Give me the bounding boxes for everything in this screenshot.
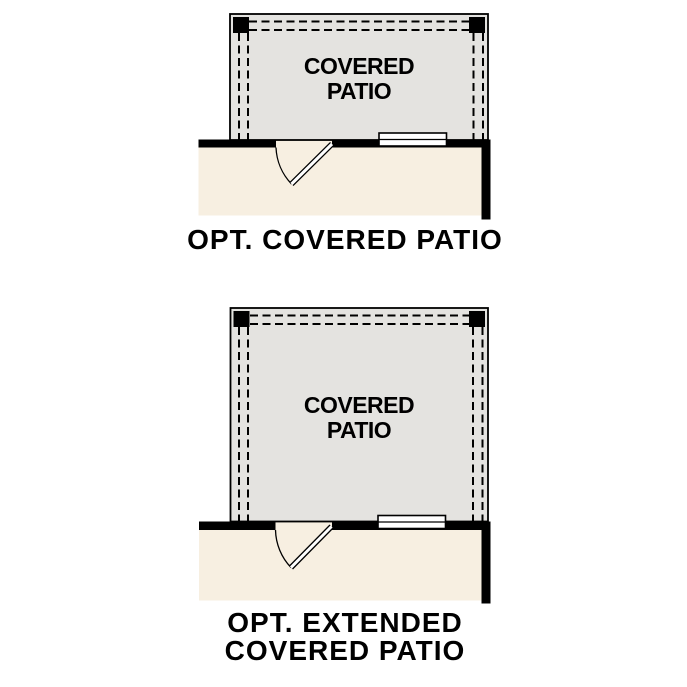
corner-post-left xyxy=(233,311,250,327)
door-leaf xyxy=(289,525,333,569)
side-wall-right xyxy=(481,139,491,220)
door xyxy=(275,142,334,186)
side-wall-right xyxy=(481,521,491,604)
corner-post-right xyxy=(469,311,485,327)
window xyxy=(377,514,447,530)
room-label-line1: COVERED xyxy=(303,392,415,418)
interior-floor xyxy=(199,521,482,601)
room-label-extended-covered-patio: COVERED PATIO xyxy=(230,393,488,443)
extended-covered-patio-plan xyxy=(199,307,491,604)
door-swing-arc xyxy=(274,529,292,568)
patio-outline xyxy=(229,307,489,523)
door-leaf xyxy=(290,142,334,186)
exterior-wall-left-segment xyxy=(199,521,276,530)
caption-extended-covered-patio: OPT. EXTENDED COVERED PATIO xyxy=(100,609,590,665)
corner-post-left xyxy=(233,17,249,33)
door xyxy=(274,524,334,570)
corner-post-right xyxy=(469,17,485,33)
room-label-covered-patio: COVERED PATIO xyxy=(230,54,488,104)
patio-outline xyxy=(229,13,489,141)
roof-dashed-lines xyxy=(238,20,484,140)
caption-covered-patio: OPT. COVERED PATIO xyxy=(100,225,590,255)
room-label-line2: PATIO xyxy=(326,417,392,443)
interior-floor xyxy=(198,139,482,216)
room-label-line2: PATIO xyxy=(326,78,392,104)
covered-patio-plan xyxy=(198,13,491,220)
room-label-line1: COVERED xyxy=(303,53,415,79)
window xyxy=(378,132,448,147)
door-swing-arc xyxy=(275,147,292,185)
caption-line2: COVERED PATIO xyxy=(224,635,466,666)
exterior-wall-left-segment xyxy=(198,139,276,148)
caption-line1: OPT. COVERED PATIO xyxy=(187,224,503,255)
roof-dashed-lines xyxy=(238,314,484,522)
caption-line1: OPT. EXTENDED xyxy=(227,607,463,638)
